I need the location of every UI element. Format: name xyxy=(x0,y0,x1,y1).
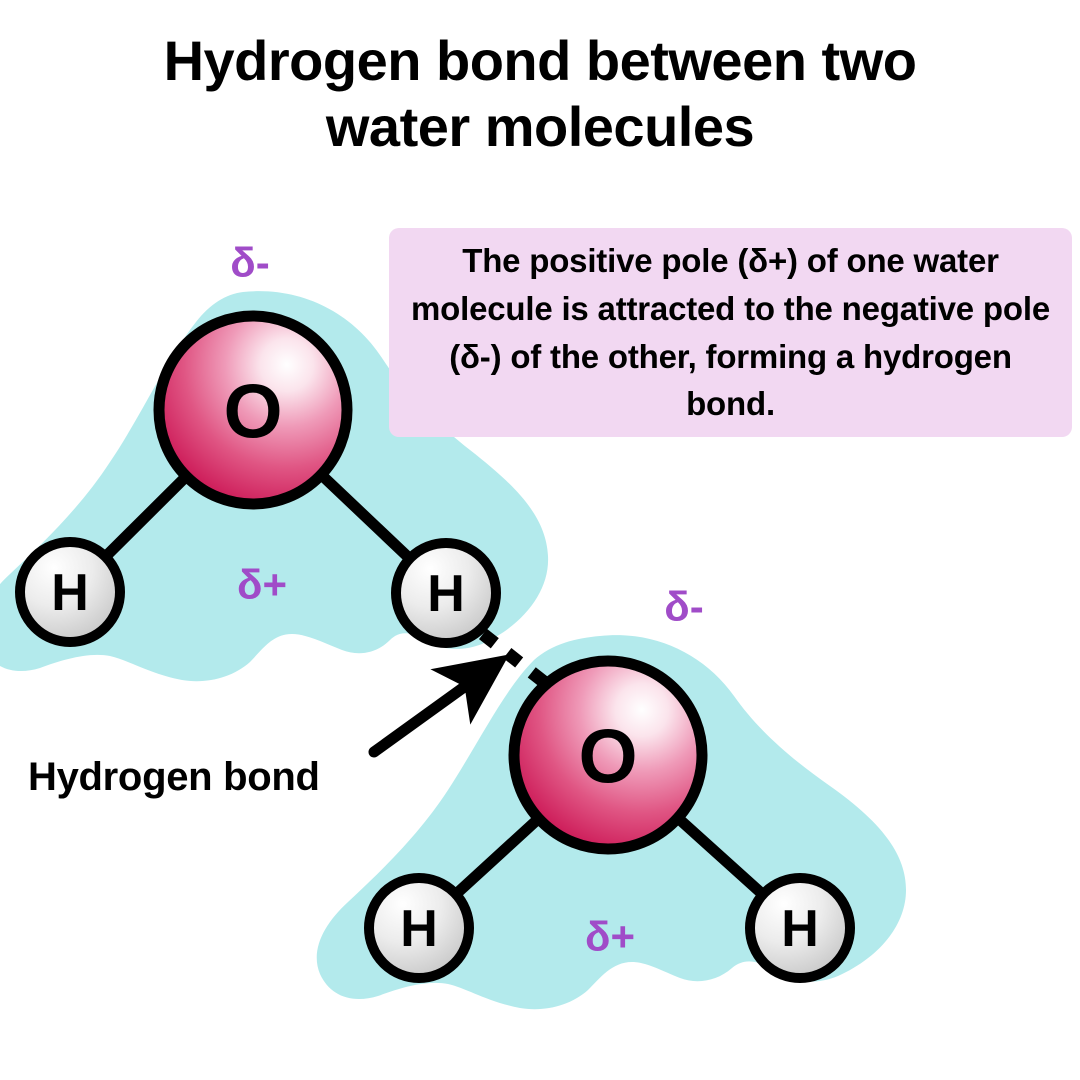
hydrogen-bond-annotation-label: Hydrogen bond xyxy=(28,755,320,799)
atom-hydrogen-water-2-left xyxy=(364,873,474,983)
hydrogen-bond-pointer-arrow xyxy=(368,654,510,758)
explanation-callout-box: The positive pole (δ+) of one water mole… xyxy=(389,228,1072,437)
charge-label-delta-negative-water-1: δ- xyxy=(230,239,270,286)
page-title-line-1: Hydrogen bond between two xyxy=(163,29,917,92)
atom-hydrogen-water-1-left xyxy=(15,537,125,647)
page-title: Hydrogen bond between two water molecule… xyxy=(40,28,1040,160)
charge-label-delta-negative-water-2: δ- xyxy=(664,583,704,630)
atom-oxygen-water-1 xyxy=(153,310,353,510)
callout-text-bold: hydrogen bond xyxy=(686,337,1012,423)
callout-text-part2: . xyxy=(765,385,775,423)
page-title-line-2: water molecules xyxy=(325,95,755,159)
atom-oxygen-water-2 xyxy=(508,655,708,855)
charge-label-delta-positive-water-1: δ+ xyxy=(237,561,287,608)
charge-label-delta-positive-water-2: δ+ xyxy=(585,913,635,960)
explanation-callout-text: The positive pole (δ+) of one water mole… xyxy=(401,237,1060,428)
atom-hydrogen-water-1-right xyxy=(391,538,501,648)
atom-hydrogen-water-2-right xyxy=(745,873,855,983)
callout-text-part1: The positive pole (δ+) of one water mole… xyxy=(411,241,1050,375)
